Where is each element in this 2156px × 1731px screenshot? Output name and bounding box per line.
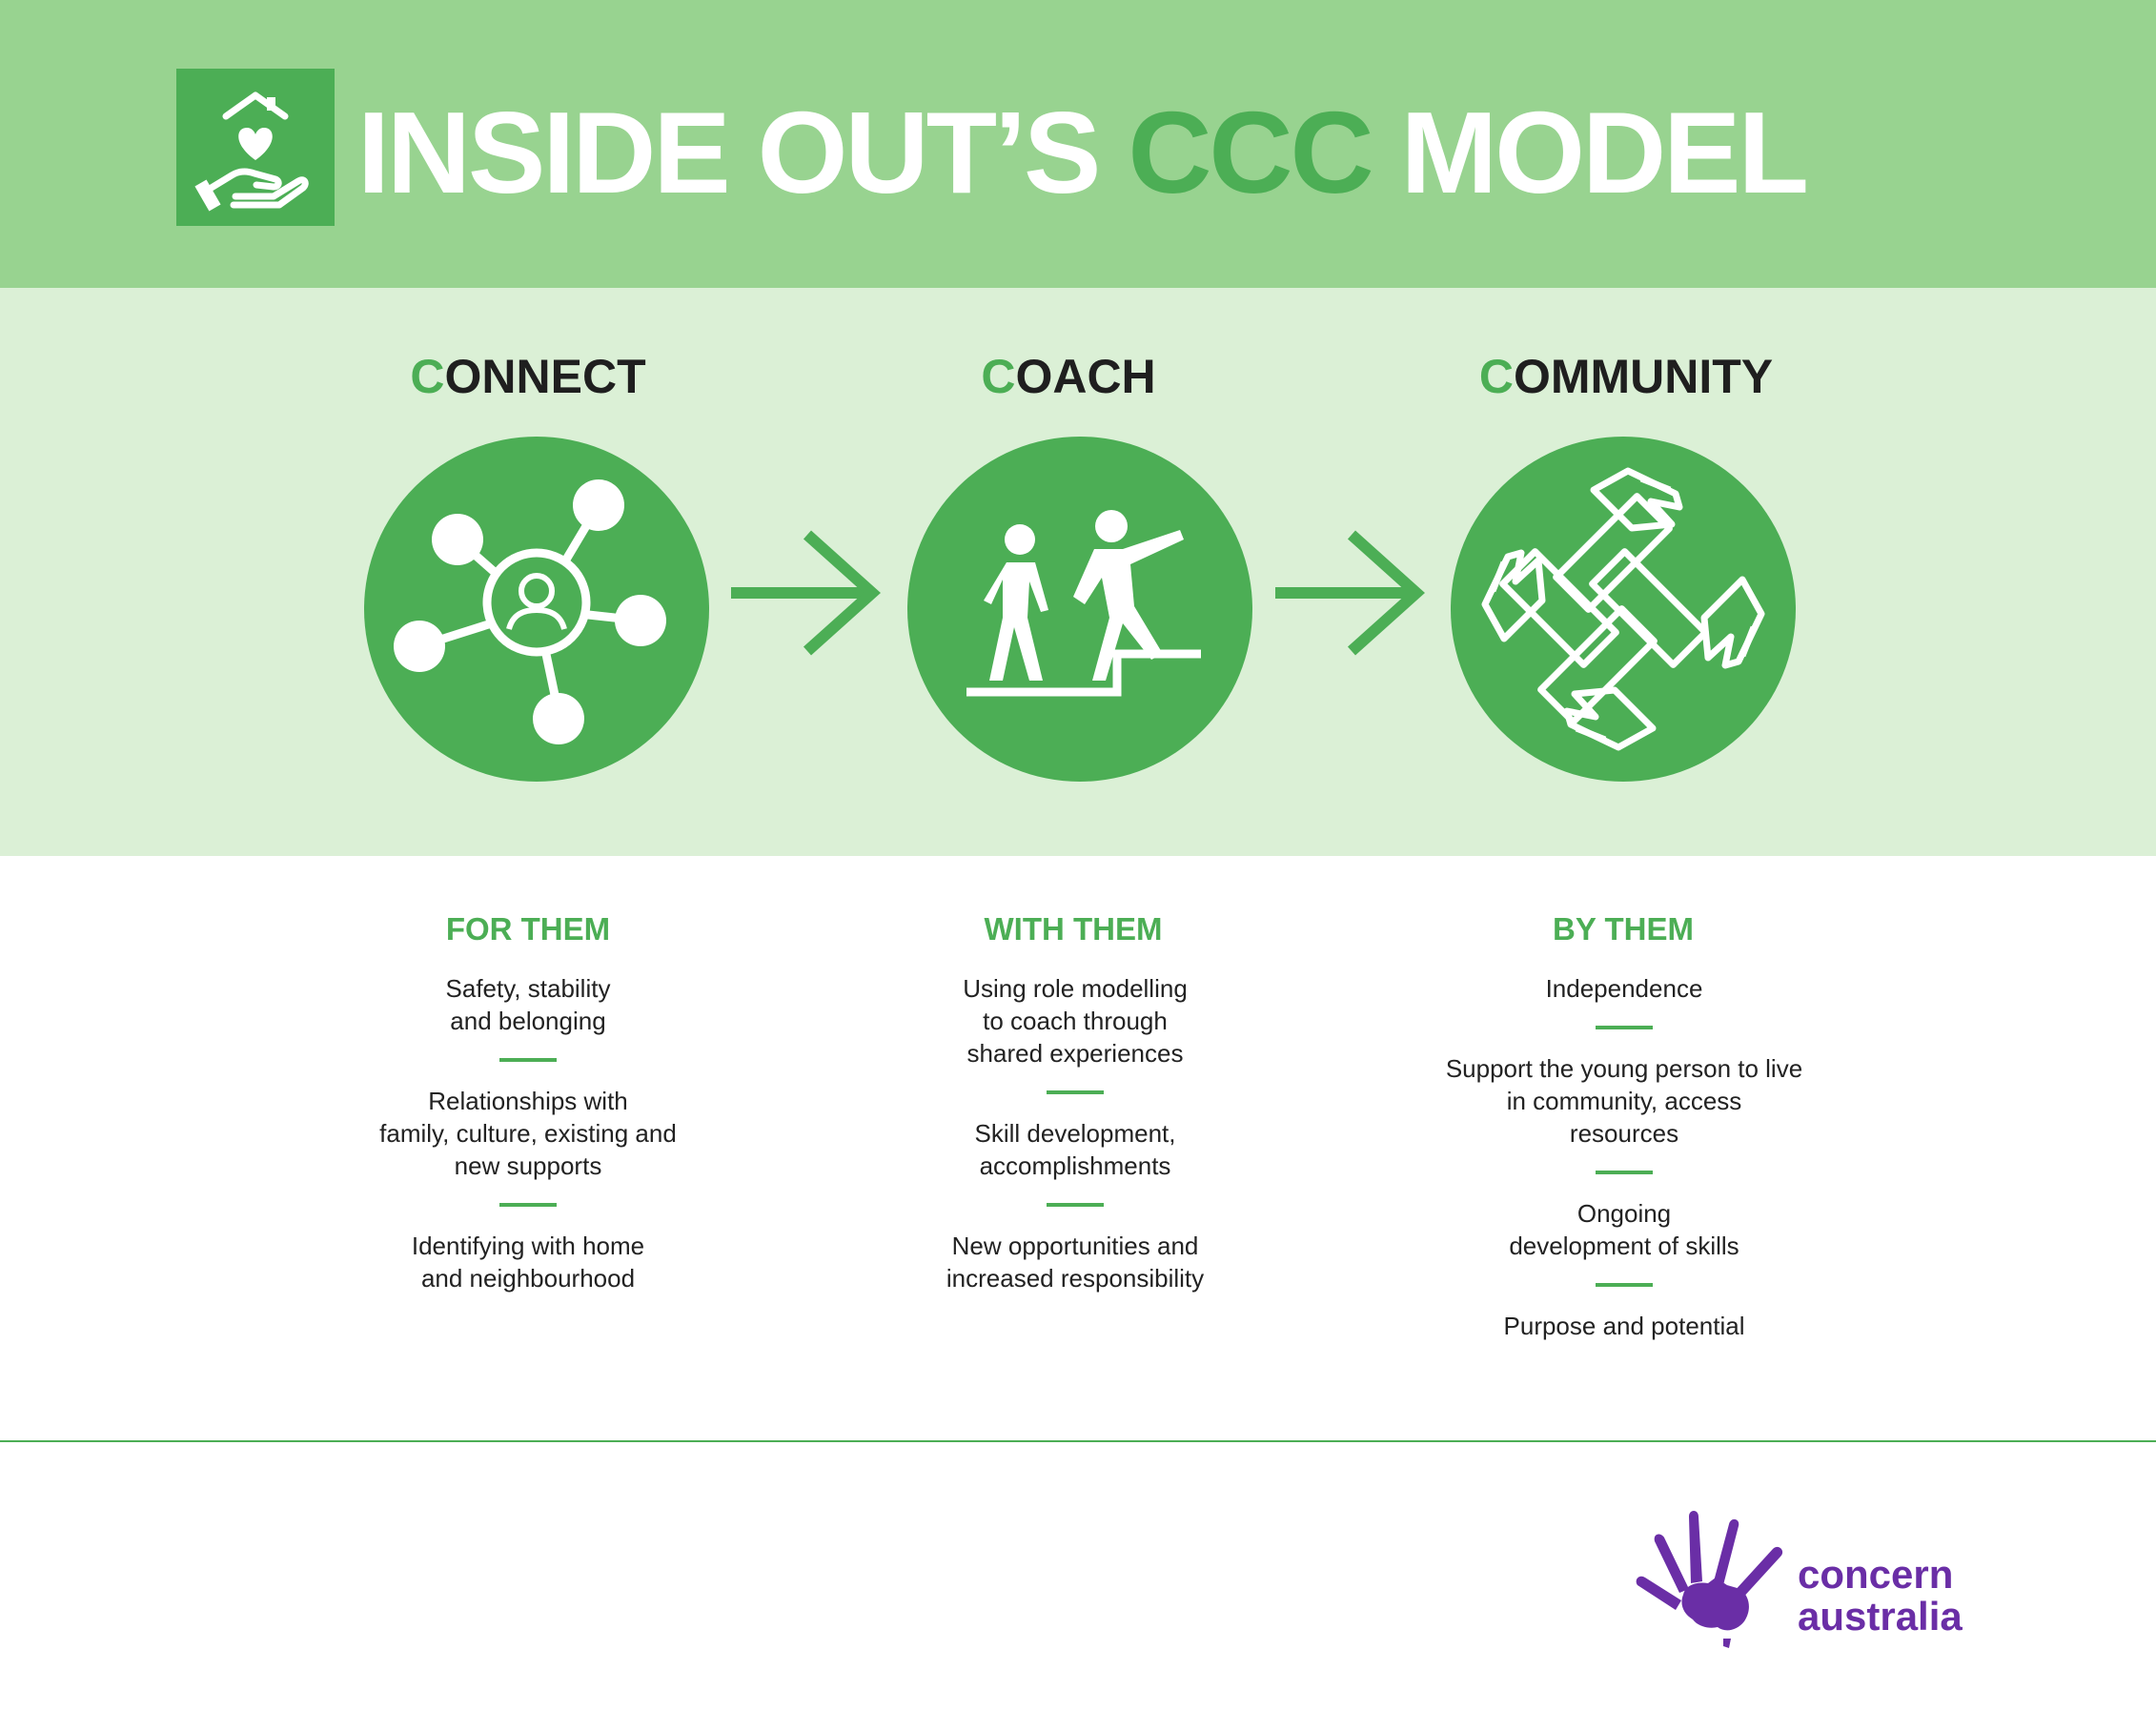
community-details: Independence Support the young person to… (1405, 972, 1843, 1342)
divider (1047, 1203, 1104, 1207)
list-item: Relationships with family, culture, exis… (379, 1087, 677, 1180)
title-accent: CCC (1128, 88, 1373, 217)
brand-line-2: australia (1798, 1594, 1963, 1639)
divider (1596, 1026, 1653, 1029)
brand-name: concern australia (1798, 1554, 1963, 1638)
list-item: Support the young person to live in comm… (1445, 1054, 1803, 1148)
step-title-connect: CONNECT (290, 343, 766, 410)
title-part-1: INSIDE OUT’S (357, 88, 1129, 217)
network-icon (394, 479, 666, 744)
coaching-figures-icon (966, 510, 1201, 697)
list-item: New opportunities and increased responsi… (946, 1232, 1205, 1293)
arrow-right-icon (731, 530, 881, 656)
handprint-australia-icon (1636, 1511, 1783, 1648)
community-circle (1451, 437, 1796, 782)
page-title: INSIDE OUT’S CCC MODEL (357, 86, 1810, 219)
step-title-initial: C (981, 350, 1016, 403)
connect-circle (364, 437, 709, 782)
arrow-right-icon (1275, 530, 1425, 656)
divider (499, 1058, 557, 1062)
coach-details: Using role modelling to coach through sh… (856, 972, 1294, 1294)
list-item: Ongoing development of skills (1509, 1199, 1739, 1260)
step-title-coach: COACH (830, 343, 1307, 410)
list-item: Skill development, accomplishments (974, 1119, 1176, 1180)
divider (1596, 1283, 1653, 1287)
title-part-2: MODEL (1371, 88, 1810, 217)
divider (1596, 1171, 1653, 1174)
footer-divider (0, 1440, 2156, 1442)
list-item: Purpose and potential (1503, 1312, 1745, 1340)
divider (1047, 1090, 1104, 1094)
list-item: Independence (1545, 974, 1703, 1003)
coach-circle (907, 437, 1252, 782)
brand-line-1: concern (1798, 1552, 1954, 1597)
connect-details: Safety, stability and belonging Relation… (309, 972, 747, 1294)
subtitle-by-them: BY THEM (1553, 911, 1694, 947)
joined-hands-icon (1481, 467, 1765, 751)
subtitle-for-them: FOR THEM (445, 911, 611, 947)
step-title-initial: C (410, 350, 445, 403)
divider (499, 1203, 557, 1207)
subtitle-with-them: WITH THEM (984, 911, 1163, 947)
header-banner: INSIDE OUT’S CCC MODEL (0, 0, 2156, 288)
list-item: Safety, stability and belonging (445, 974, 611, 1035)
step-title-community: COMMUNITY (1388, 343, 1864, 410)
brand-logo: concern australia (1630, 1501, 1992, 1654)
house-heart-hand-icon (194, 92, 309, 212)
step-title-rest: ONNECT (444, 350, 646, 403)
logo-badge (176, 69, 335, 226)
list-item: Using role modelling to coach through sh… (963, 974, 1188, 1068)
list-item: Identifying with home and neighbourhood (411, 1232, 645, 1293)
step-title-rest: OMMUNITY (1513, 350, 1774, 403)
step-title-initial: C (1478, 350, 1514, 403)
step-title-rest: OACH (1015, 350, 1156, 403)
